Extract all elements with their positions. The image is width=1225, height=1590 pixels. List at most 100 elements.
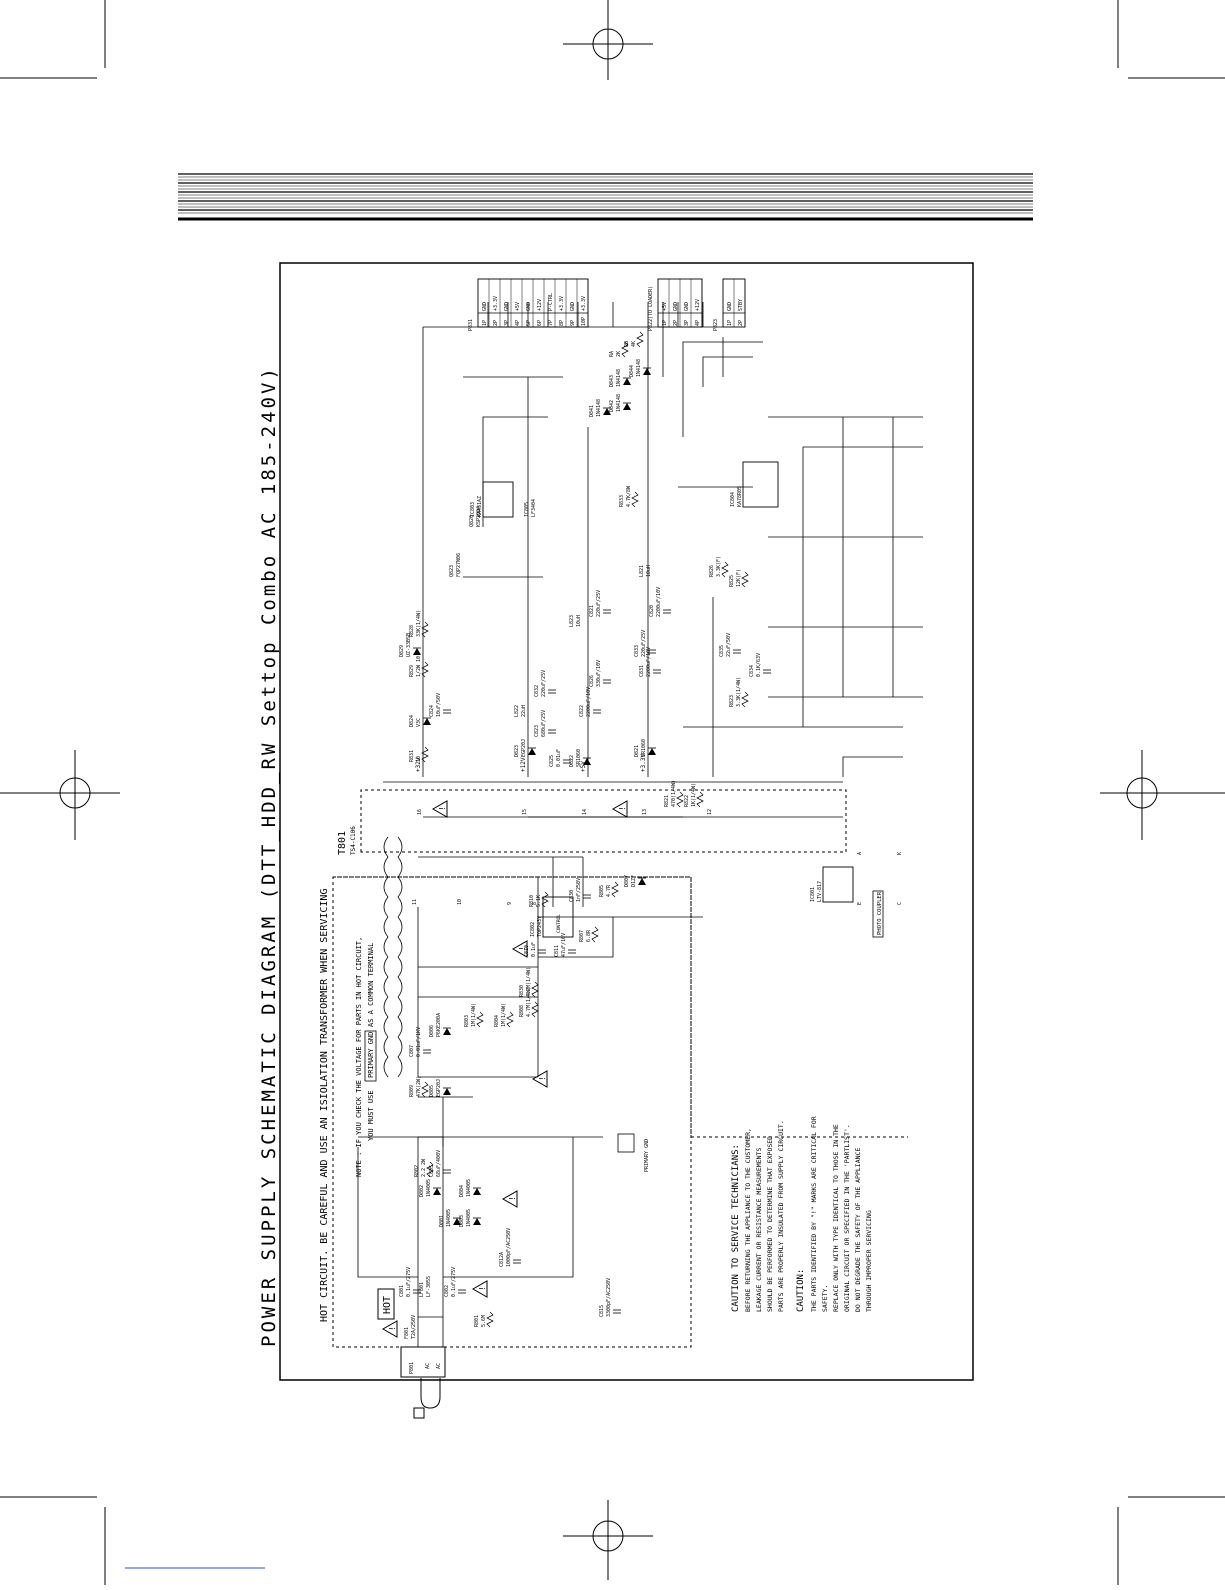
component-ref: C807 (409, 1045, 415, 1057)
ac-plug-icon (413, 1378, 441, 1419)
component-ref: D841 (589, 405, 595, 417)
svg-text:!: ! (478, 1286, 487, 1291)
connector-p822-pin: 1P (662, 320, 668, 326)
component-value: 33K(1/4W) (416, 610, 422, 637)
ic801-part: LTV-817 (817, 881, 823, 902)
ic802-ref: IC802 (530, 922, 536, 937)
svg-text:!: ! (518, 946, 527, 951)
component-ref: R803 (464, 1015, 470, 1027)
component-ref: R821 (664, 795, 670, 807)
component-ref: C820 (649, 605, 655, 617)
connector-p831-signal: +12V (537, 299, 543, 311)
component-value: KSP2004 (476, 506, 482, 527)
component-value: V3C (416, 718, 422, 727)
component-ref: R828 (409, 625, 415, 637)
connector-p831-signal: GND (526, 302, 532, 311)
component-value: 12K(F) (736, 569, 742, 587)
connector-p823-ref: P823 (713, 319, 719, 331)
component-ref: R831 (409, 750, 415, 762)
connector-p822-signal: GND (673, 302, 679, 311)
connector-p831-pin: 6P (537, 320, 543, 326)
component-ref: C801 (399, 1285, 405, 1297)
connector-p822-signal: +12V (695, 299, 701, 311)
component-ref: D801 (439, 1215, 445, 1227)
component-value: 22uH (521, 705, 527, 717)
component-ref: D807 (624, 875, 630, 887)
component-value: 220uF/25V (596, 590, 602, 617)
transformer-part: TS4-C106 (350, 826, 357, 855)
connector-p831-signal: +3.3V (559, 296, 565, 311)
ac-inlet-label2: AC (436, 1363, 442, 1369)
component-value: 68uF/400V (436, 1150, 442, 1177)
pin-label: C (897, 902, 903, 905)
caution-parts-line: SAFETY. (821, 1285, 829, 1312)
component-value: 10 (416, 756, 422, 762)
caution-service-line: SHOULD BE PERFORMED TO DETERMINE THAT EX… (766, 1136, 774, 1312)
component-value: LF3404 (531, 499, 537, 517)
component-ref: LF801 (419, 1282, 425, 1297)
component-value: 0.1uF/275V (451, 1267, 457, 1297)
connector-p823-pin: 2P (738, 320, 744, 326)
pin-label: 10 (457, 899, 463, 905)
component-ref: RB (624, 341, 630, 347)
component-ref: D829 (399, 645, 405, 657)
ac-inlet-ref: P801 (409, 1362, 415, 1374)
component-ref: R826 (709, 565, 715, 577)
warning-triangle-icon: ! (501, 1190, 518, 1208)
connector-p831-signal: +5V (515, 302, 521, 311)
component-value: EGP20J (521, 739, 527, 757)
component-ref: IC805 (524, 502, 530, 517)
component-ref: C835 (719, 645, 725, 657)
component-value: 1nF/250V (576, 878, 582, 902)
component-value: 2200uF/10V (656, 587, 662, 617)
connector-p831-signal: +3.3V (581, 296, 587, 311)
component-value: 680uF/25V (541, 710, 547, 737)
note-primary-gnd: PRIMARY GND (367, 1032, 375, 1078)
component-ref: L823 (569, 615, 575, 627)
component-ref: R829 (409, 665, 415, 677)
component-ref: D803 (459, 1215, 465, 1227)
caution-parts-line: THROUGH IMPROPER SERVICING (865, 1210, 873, 1312)
pin-label: A (857, 852, 863, 855)
component-value: EGP20J (436, 1079, 442, 1097)
component-ref: C812A (499, 1252, 505, 1267)
rail-label: +5V (580, 761, 587, 772)
hot-circuit-boundary-ext (333, 876, 908, 1138)
component-value: 10uH (576, 615, 582, 627)
component-value: 2200uF/10V (586, 687, 592, 717)
component-ref: D844 (629, 365, 635, 377)
component-ref: D821 (634, 745, 640, 757)
component-ref: R801 (474, 1315, 480, 1327)
component-value: 220uF/25V (541, 670, 547, 697)
connector-p831-pin: 8P (559, 320, 565, 326)
caution-service-line: PARTS ARE PROPERLY INSULATED FROM SUPPLY… (777, 1120, 785, 1312)
pin-label: 9 (507, 902, 513, 905)
photo-coupler-label: PHOTO COUPLER (872, 890, 884, 938)
component-ref: C832 (534, 685, 540, 697)
caution-service-heading: CAUTION TO SERVICE TECHNICIANS: (731, 1144, 741, 1312)
connector-p831-signal: +3.3V (493, 296, 499, 311)
svg-text:!: ! (508, 1196, 517, 1201)
